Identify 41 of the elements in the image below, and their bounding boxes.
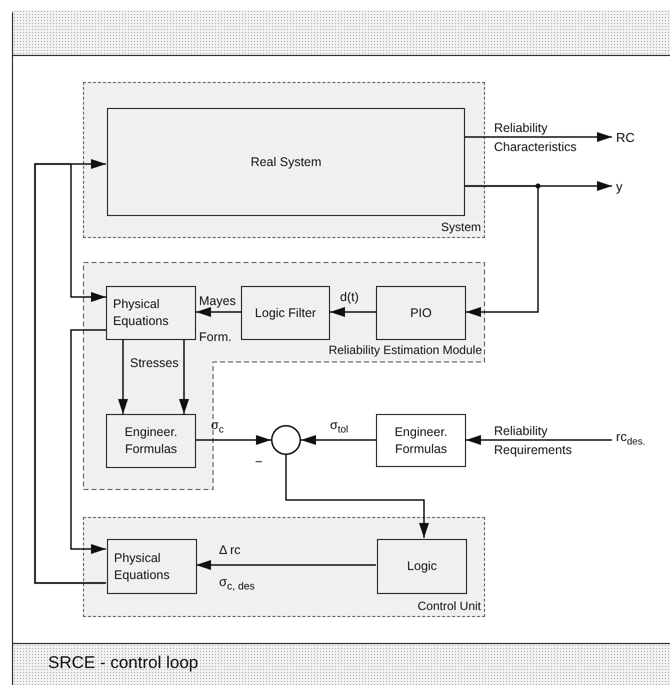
edge-label: Mayes Form. (199, 293, 237, 346)
connector-arrow (196, 560, 376, 570)
connector-arrow (466, 435, 612, 445)
group-label: Control Unit (418, 599, 481, 613)
connector-arrow (464, 185, 539, 317)
caption: SRCE - control loop (48, 653, 198, 673)
edge-label: d(t) (340, 290, 359, 305)
connector-arrow (464, 132, 612, 142)
signal-label: RC (612, 127, 652, 147)
group-label: Reliability Estimation Module (328, 343, 482, 357)
block: Physical Equations (107, 539, 197, 594)
block: Real System (107, 108, 465, 216)
edge-label: Stresses (130, 356, 179, 371)
signal-label: y (612, 176, 636, 196)
block: Engineer. Formulas (106, 414, 196, 468)
block: Physical Equations (106, 286, 196, 340)
dashed-group-region (83, 82, 485, 238)
block: Logic (377, 539, 467, 594)
summing-junction-circle (271, 425, 301, 455)
edge-label: σ$_{tol}$ (330, 418, 348, 436)
edge-label: Reliability Requirements (494, 423, 573, 459)
block: PIO (376, 286, 466, 340)
signal-label: rc$_{des.}$ (612, 424, 668, 452)
connector-arrow (70, 329, 106, 554)
connector-arrow (196, 435, 271, 445)
edge-label: Reliability Characteristics (494, 120, 578, 156)
connector-arrow (285, 455, 429, 538)
group-label: System (440, 220, 481, 234)
signal-label: σ$_{c, des}$ (219, 574, 255, 593)
edge-label: Δ rc (219, 543, 241, 558)
dashed-group-region (83, 517, 485, 617)
connector-arrow (196, 307, 241, 317)
connector-arrow (118, 340, 128, 414)
block: Logic Filter (241, 286, 330, 340)
connector-arrow (179, 340, 189, 414)
edge-label: σ$_{c}$ (211, 418, 224, 436)
connector-arrow (301, 435, 376, 445)
minus-sign: − (255, 454, 263, 469)
dashed-group-region (83, 262, 485, 490)
block: Engineer. Formulas (376, 414, 466, 467)
connector-arrow (330, 307, 376, 317)
